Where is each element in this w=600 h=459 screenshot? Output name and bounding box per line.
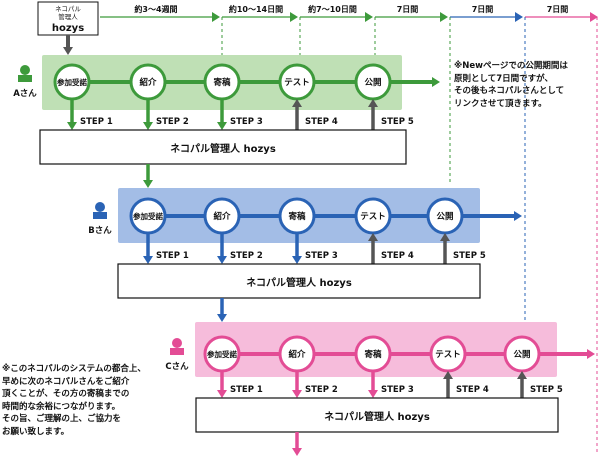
row-3-step-label-1: STEP 1: [230, 385, 263, 395]
row-2-admin-box: [117, 263, 481, 299]
note-publication-period: ※Newページでの公開期間は 原則として7日間ですが、 その後もネコパルさんとし…: [454, 61, 568, 109]
row-1-flow-arrow-head: [432, 77, 440, 87]
row-3-stage-label-3: 寄稿: [364, 349, 382, 360]
period-label-6: 7日間: [547, 5, 569, 14]
row-3-step-label-3: STEP 3: [381, 385, 414, 395]
row-1-stage-label-3: 寄稿: [213, 77, 231, 88]
row-3-step-label-4: STEP 4: [456, 385, 489, 395]
row-2-stage-label-4: テスト: [360, 212, 386, 222]
person-icon-1-body: [18, 75, 32, 82]
row-3-admin-label: ネコパル管理人 hozys: [324, 410, 430, 423]
period-arrow-2-head: [290, 12, 298, 22]
row-1-stage-label-4: テスト: [284, 78, 310, 88]
row-2-step-label-1: STEP 1: [156, 251, 189, 261]
handoff-arrow-3-head: [292, 448, 302, 456]
row-1-step-arrow-1-head: [67, 122, 77, 130]
row-3-step-arrow-1-head: [217, 390, 227, 398]
person-icon-1-head: [20, 65, 30, 75]
top-admin-box: [37, 1, 99, 36]
row-2-stage-label-3: 寄稿: [288, 211, 306, 222]
row-3-stage-label-5: 公開: [513, 350, 530, 360]
person-icon-2-body: [93, 212, 107, 219]
row-2-step-arrow-5-head: [440, 233, 450, 241]
row-2-step-arrow-3-head: [292, 256, 302, 264]
period-arrow-1-head: [212, 12, 220, 22]
note-referral: ※このネコパルのシステムの都合上、 早めに次のネコパルさんをご紹介 頂くことが、…: [2, 364, 146, 437]
person-label-3: Cさん: [165, 362, 189, 372]
row-1-admin-box: [39, 129, 407, 165]
row-1-step-arrow-5-head: [368, 99, 378, 107]
row-1-step-label-5: STEP 5: [381, 117, 414, 127]
row-2-step-arrow-2-head: [217, 256, 227, 264]
row-2-step-label-3: STEP 3: [305, 251, 338, 261]
row-2-flow-arrow-head: [514, 211, 522, 221]
row-2-admin-label: ネコパル管理人 hozys: [246, 276, 352, 289]
row-3-stage-label-2: 紹介: [288, 349, 306, 360]
row-3-step-arrow-3-head: [368, 390, 378, 398]
period-label-2: 約10〜14日間: [229, 4, 283, 14]
period-arrow-4-head: [440, 12, 448, 22]
period-arrow-6-head: [590, 12, 598, 22]
period-label-4: 7日間: [397, 5, 419, 14]
row-3-admin-box: [195, 397, 559, 433]
period-label-5: 7日間: [472, 5, 494, 14]
row-2-step-label-5: STEP 5: [453, 251, 486, 261]
row-3-step-arrow-4-head: [443, 371, 453, 379]
row-3-flow-arrow-head: [587, 349, 595, 359]
top-admin-arrow-head: [63, 47, 73, 55]
period-arrow-3-head: [365, 12, 373, 22]
person-icon-3-head: [172, 338, 182, 348]
person-icon-3-body: [170, 348, 184, 355]
row-1-step-label-2: STEP 2: [156, 117, 189, 127]
row-2-stage-label-2: 紹介: [213, 211, 231, 222]
row-1-step-label-1: STEP 1: [80, 117, 113, 127]
row-2-step-label-2: STEP 2: [230, 251, 263, 261]
period-label-3: 約7〜10日間: [308, 4, 357, 14]
top-admin-line2: 管理人: [58, 12, 78, 21]
row-1-step-arrow-3-head: [217, 122, 227, 130]
row-1-stage-label-2: 紹介: [139, 77, 157, 88]
row-2-step-label-4: STEP 4: [381, 251, 414, 261]
row-2-stage-label-5: 公開: [436, 212, 453, 222]
row-1-step-arrow-4-head: [292, 99, 302, 107]
row-3-step-arrow-2-head: [292, 390, 302, 398]
row-1-step-label-4: STEP 4: [305, 117, 338, 127]
person-label-1: Aさん: [13, 89, 37, 99]
row-3-step-arrow-5-head: [517, 371, 527, 379]
row-1-step-label-3: STEP 3: [230, 117, 263, 127]
row-1-step-arrow-2-head: [143, 122, 153, 130]
period-arrow-5-head: [515, 12, 523, 22]
handoff-arrow-1-head: [143, 180, 153, 188]
row-1-stage-label-1: 参加受諾: [57, 77, 87, 87]
row-2-step-arrow-4-head: [368, 233, 378, 241]
top-admin-line1: ネコパル: [55, 5, 81, 13]
row-3-step-label-5: STEP 5: [530, 385, 563, 395]
row-1-admin-label: ネコパル管理人 hozys: [170, 142, 276, 155]
top-admin-name: hozys: [52, 23, 84, 34]
person-icon-2-head: [95, 202, 105, 212]
row-3-step-label-2: STEP 2: [305, 385, 338, 395]
person-label-2: Bさん: [88, 226, 112, 236]
period-label-1: 約3〜4週間: [134, 4, 177, 14]
row-3-stage-label-1: 参加受諾: [207, 349, 237, 359]
row-1-stage-label-5: 公開: [364, 78, 381, 88]
handoff-arrow-2-head: [217, 314, 227, 322]
row-2-step-arrow-1-head: [143, 256, 153, 264]
row-2-stage-label-1: 参加受諾: [133, 211, 163, 221]
row-3-stage-label-4: テスト: [435, 350, 461, 360]
